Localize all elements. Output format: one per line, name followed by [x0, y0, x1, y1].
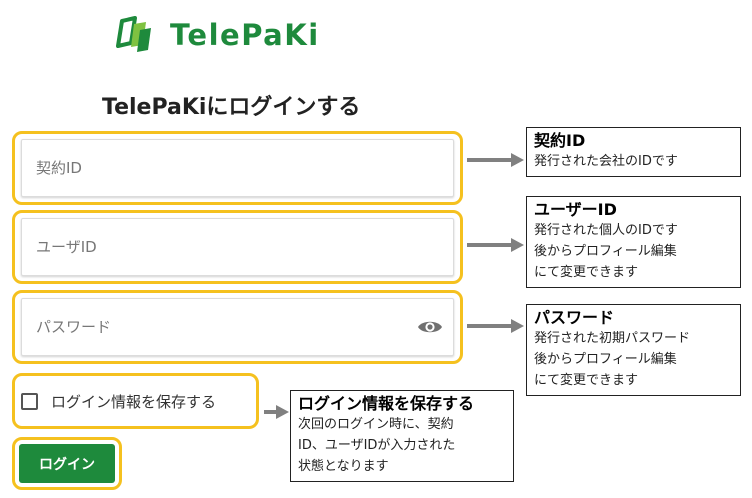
remember-checkbox[interactable]	[21, 392, 38, 410]
password-highlight	[12, 290, 463, 364]
contract-id-note: 契約ID 発行された会社のIDです	[526, 127, 741, 177]
contract-id-arrow	[467, 153, 524, 167]
contract-id-field[interactable]	[21, 139, 454, 197]
note-title: ユーザーID	[534, 200, 617, 219]
note-line: 次回のログイン時に、契約	[298, 417, 454, 432]
note-title: パスワード	[534, 308, 615, 327]
page-title: TelePaKiにログインする	[102, 95, 361, 120]
login-button[interactable]: ログイン	[19, 444, 115, 483]
brand-name: TelePaKi	[170, 18, 320, 52]
note-line: 後からプロフィール編集	[534, 352, 677, 367]
login-button-highlight: ログイン	[12, 437, 122, 490]
note-line: にて変更できます	[534, 373, 639, 388]
password-arrow	[467, 319, 524, 333]
note-line: 発行された会社のIDです	[534, 154, 678, 169]
remember-highlight: ログイン情報を保存する	[12, 373, 259, 429]
remember-label: ログイン情報を保存する	[51, 392, 217, 411]
contract-id-highlight	[12, 131, 463, 205]
note-line: ID、ユーザIDが入力された	[298, 438, 456, 453]
brand-logo: TelePaKi	[110, 12, 320, 58]
note-line: 発行された個人のIDです	[534, 223, 678, 238]
remember-note: ログイン情報を保存する 次回のログイン時に、契約 ID、ユーザIDが入力された …	[290, 390, 514, 482]
note-title: 契約ID	[534, 131, 586, 150]
remember-arrow	[264, 405, 289, 419]
user-id-note: ユーザーID 発行された個人のIDです 後からプロフィール編集 にて変更できます	[526, 196, 741, 288]
password-input[interactable]	[36, 318, 453, 336]
password-note: パスワード 発行された初期パスワード 後からプロフィール編集 にて変更できます	[526, 304, 741, 396]
user-id-arrow	[467, 238, 524, 252]
contract-id-input[interactable]	[36, 159, 453, 177]
remember-checkbox-row[interactable]: ログイン情報を保存する	[21, 383, 252, 419]
note-line: 状態となります	[298, 459, 389, 474]
user-id-highlight	[12, 210, 463, 284]
note-line: にて変更できます	[534, 265, 639, 280]
user-id-input[interactable]	[36, 238, 453, 256]
user-id-field[interactable]	[21, 218, 454, 276]
note-line: 後からプロフィール編集	[534, 244, 677, 259]
telepaki-logo-icon	[116, 16, 151, 52]
password-field[interactable]	[21, 298, 454, 356]
eye-icon[interactable]	[417, 318, 443, 336]
note-title: ログイン情報を保存する	[298, 394, 475, 413]
note-line: 発行された初期パスワード	[534, 331, 691, 346]
